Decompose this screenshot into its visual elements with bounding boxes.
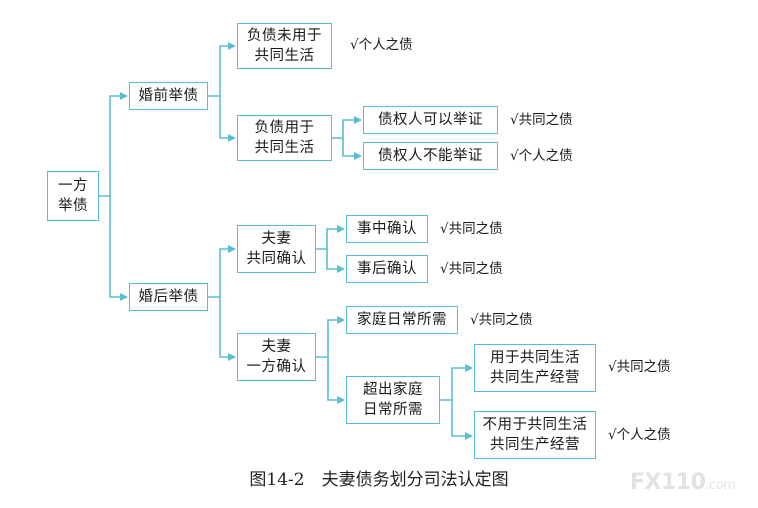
figure-caption: 图14-2 夫妻债务划分司法认定图 [249,470,509,490]
node-used-for-common: 用于共同生活 共同生产经营 [474,344,596,392]
node-joint-confirm: 夫妻 共同确认 [237,225,316,273]
node-creditor-cannot-prove: 债权人不能举证 [363,142,498,170]
watermark-logo: FX110.com [630,470,736,495]
node-postmarital-debt: 婚后举债 [129,283,208,311]
result-common-debt: √共同之债 [440,261,503,277]
node-creditor-can-prove: 债权人可以举证 [363,106,498,134]
watermark-suffix: .com [705,478,736,493]
result-personal-debt: √个人之债 [350,37,413,53]
node-not-used-for-common: 不用于共同生活 共同生产经营 [474,411,596,459]
result-common-debt: √共同之债 [470,312,533,328]
node-beyond-daily: 超出家庭 日常所需 [346,376,440,424]
watermark-main: FX110 [630,470,706,495]
result-personal-debt: √个人之债 [510,148,573,164]
node-daily-needs: 家庭日常所需 [346,306,458,334]
node-confirm-during: 事中确认 [346,215,428,243]
node-premarital-not-common: 负债未用于 共同生活 [237,23,332,69]
result-common-debt: √共同之债 [608,359,671,375]
result-common-debt: √共同之债 [510,112,573,128]
node-one-party-debt: 一方 举债 [47,171,99,221]
result-common-debt: √共同之债 [440,221,503,237]
node-single-confirm: 夫妻 一方确认 [237,333,316,381]
result-personal-debt: √个人之债 [608,427,671,443]
node-premarital-debt: 婚前举债 [129,82,208,110]
node-premarital-common: 负债用于 共同生活 [237,115,332,161]
node-confirm-after: 事后确认 [346,255,428,283]
